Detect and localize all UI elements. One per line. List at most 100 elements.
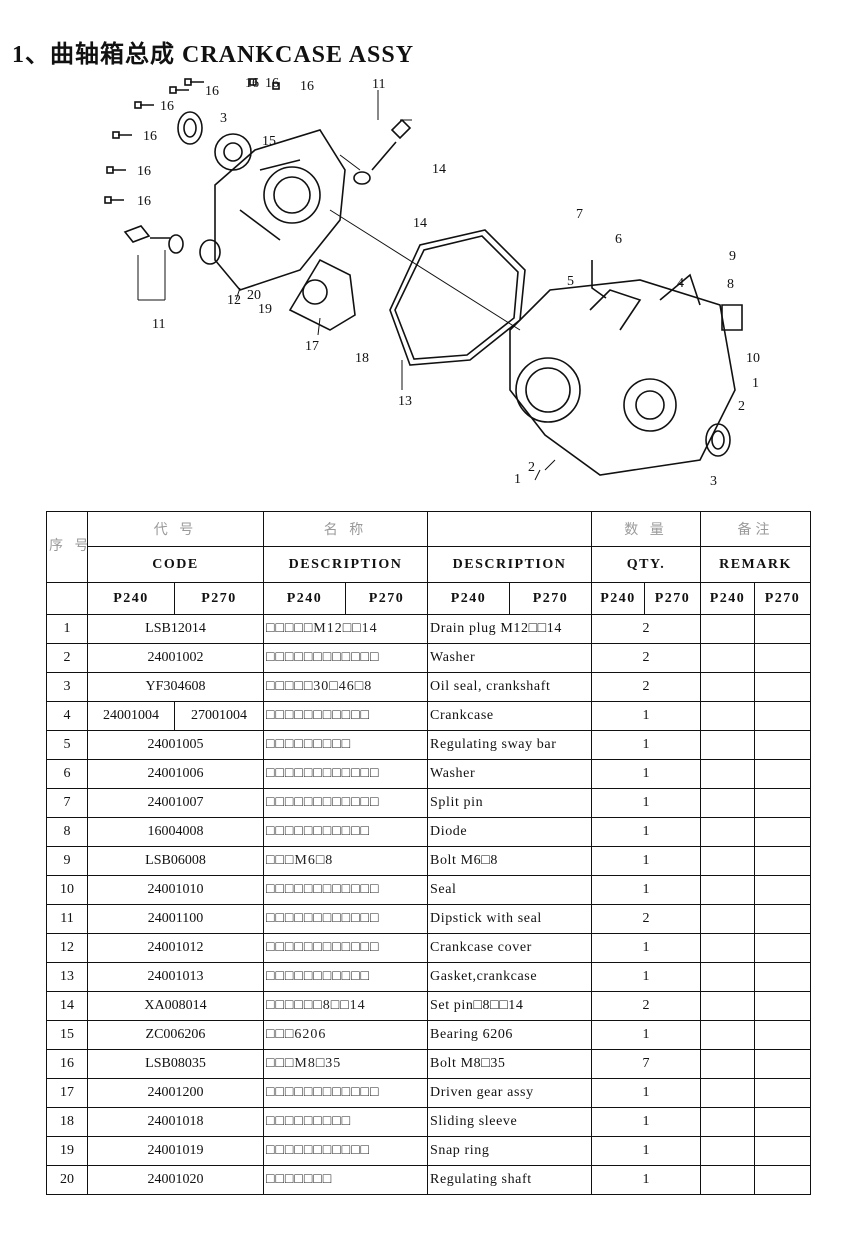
callout-label: 6 — [615, 232, 622, 247]
header-description-cn: DESCRIPTION — [263, 546, 428, 583]
callout-label: 3 — [710, 474, 717, 489]
callout-label: 16 — [265, 76, 279, 91]
remark-p270 — [754, 672, 811, 702]
callout-label: 11 — [372, 77, 385, 92]
description-en: Drain plug M12□□14 — [427, 614, 592, 644]
qty-shared: 1 — [591, 817, 701, 847]
gasket-drawing — [389, 229, 526, 366]
qty-shared: 1 — [591, 788, 701, 818]
header-desc-cn: 名 称 — [263, 511, 428, 547]
code-shared: YF304608 — [87, 672, 264, 702]
code-shared: LSB06008 — [87, 846, 264, 876]
qty-shared: 1 — [591, 1107, 701, 1137]
remark-p270 — [754, 1165, 811, 1195]
row-number: 6 — [46, 759, 88, 789]
remark-p270 — [754, 846, 811, 876]
qty-shared: 1 — [591, 962, 701, 992]
callout-label: 16 — [137, 164, 151, 179]
description-en: Gasket,crankcase — [427, 962, 592, 992]
remark-p240 — [700, 846, 755, 876]
qty-shared: 1 — [591, 933, 701, 963]
remark-p270 — [754, 904, 811, 934]
qty-shared: 2 — [591, 614, 701, 644]
description-cn: □□□□□□□□□□□□ — [263, 1078, 428, 1108]
description-cn: □□□□□□□□□□□□ — [263, 904, 428, 934]
callout-label: 16 — [137, 194, 151, 209]
qty-shared: 1 — [591, 875, 701, 905]
description-en: Dipstick with seal — [427, 904, 592, 934]
crankcase-cover-drawing — [214, 129, 346, 291]
description-cn: □□□□□□□□□□□□ — [263, 643, 428, 673]
row-number: 17 — [46, 1078, 88, 1108]
callout-label: 16 — [143, 129, 157, 144]
exploded-view-diagram: 16 16 16 16 3 15 16 16 16 16 11 14 14 11… — [104, 76, 760, 489]
code-shared: ZC006206 — [87, 1020, 264, 1050]
code-shared: 24001020 — [87, 1165, 264, 1195]
remark-p240 — [700, 1136, 755, 1166]
qty-shared: 2 — [591, 672, 701, 702]
remark-p240 — [700, 1049, 755, 1079]
description-en: Washer — [427, 643, 592, 673]
row-number: 7 — [46, 788, 88, 818]
remark-p270 — [754, 788, 811, 818]
description-cn: □□□□□□□□□□□□ — [263, 933, 428, 963]
row-number: 18 — [46, 1107, 88, 1137]
qty-shared: 1 — [591, 1078, 701, 1108]
callout-label: 5 — [567, 274, 574, 289]
remark-p270 — [754, 1078, 811, 1108]
description-en: Washer — [427, 759, 592, 789]
code-shared: 24001018 — [87, 1107, 264, 1137]
qty-shared: 7 — [591, 1049, 701, 1079]
row-number: 5 — [46, 730, 88, 760]
description-cn: □□□□□□□□□ — [263, 1107, 428, 1137]
code-shared: 24001002 — [87, 643, 264, 673]
description-en: Diode — [427, 817, 592, 847]
driven-gear-drawing — [288, 258, 356, 331]
header-remark-cn: 备注 — [700, 511, 811, 547]
description-cn: □□□□□□□□□□□ — [263, 962, 428, 992]
code-shared: 24001007 — [87, 788, 264, 818]
model-header: P240 — [427, 582, 510, 615]
row-number: 10 — [46, 875, 88, 905]
remark-p240 — [700, 1165, 755, 1195]
remark-p240 — [700, 730, 755, 760]
description-en: Regulating shaft — [427, 1165, 592, 1195]
remark-p240 — [700, 788, 755, 818]
code-shared: 16004008 — [87, 817, 264, 847]
remark-p270 — [754, 962, 811, 992]
remark-p270 — [754, 643, 811, 673]
remark-p270 — [754, 933, 811, 963]
code-shared: LSB12014 — [87, 614, 264, 644]
remark-p240 — [700, 1107, 755, 1137]
row-number: 8 — [46, 817, 88, 847]
remark-p240 — [700, 759, 755, 789]
bearing-drawing — [214, 133, 252, 171]
description-en: Split pin — [427, 788, 592, 818]
code-shared: 24001013 — [87, 962, 264, 992]
row-number: 2 — [46, 643, 88, 673]
description-cn: □□□□□□□□□□□ — [263, 1136, 428, 1166]
remark-p270 — [754, 875, 811, 905]
description-cn: □□□□□□□□□□□□ — [263, 875, 428, 905]
row-number: 9 — [46, 846, 88, 876]
qty-shared: 2 — [591, 643, 701, 673]
description-en: Bolt M6□8 — [427, 846, 592, 876]
remark-p240 — [700, 1078, 755, 1108]
code-shared: 24001005 — [87, 730, 264, 760]
callout-label: 1 — [752, 376, 759, 391]
description-cn: □□□□□□□□□□□ — [263, 701, 428, 731]
qty-shared: 1 — [591, 759, 701, 789]
remark-p240 — [700, 1020, 755, 1050]
parts-table: 序 号 代 号 名 称 数 量 备注 CODE DESCRIPTION DESC… — [46, 511, 811, 1195]
model-header: P270 — [644, 582, 701, 615]
description-en: Sliding sleeve — [427, 1107, 592, 1137]
description-cn: □□□□□□□□□ — [263, 730, 428, 760]
description-en: Seal — [427, 875, 592, 905]
